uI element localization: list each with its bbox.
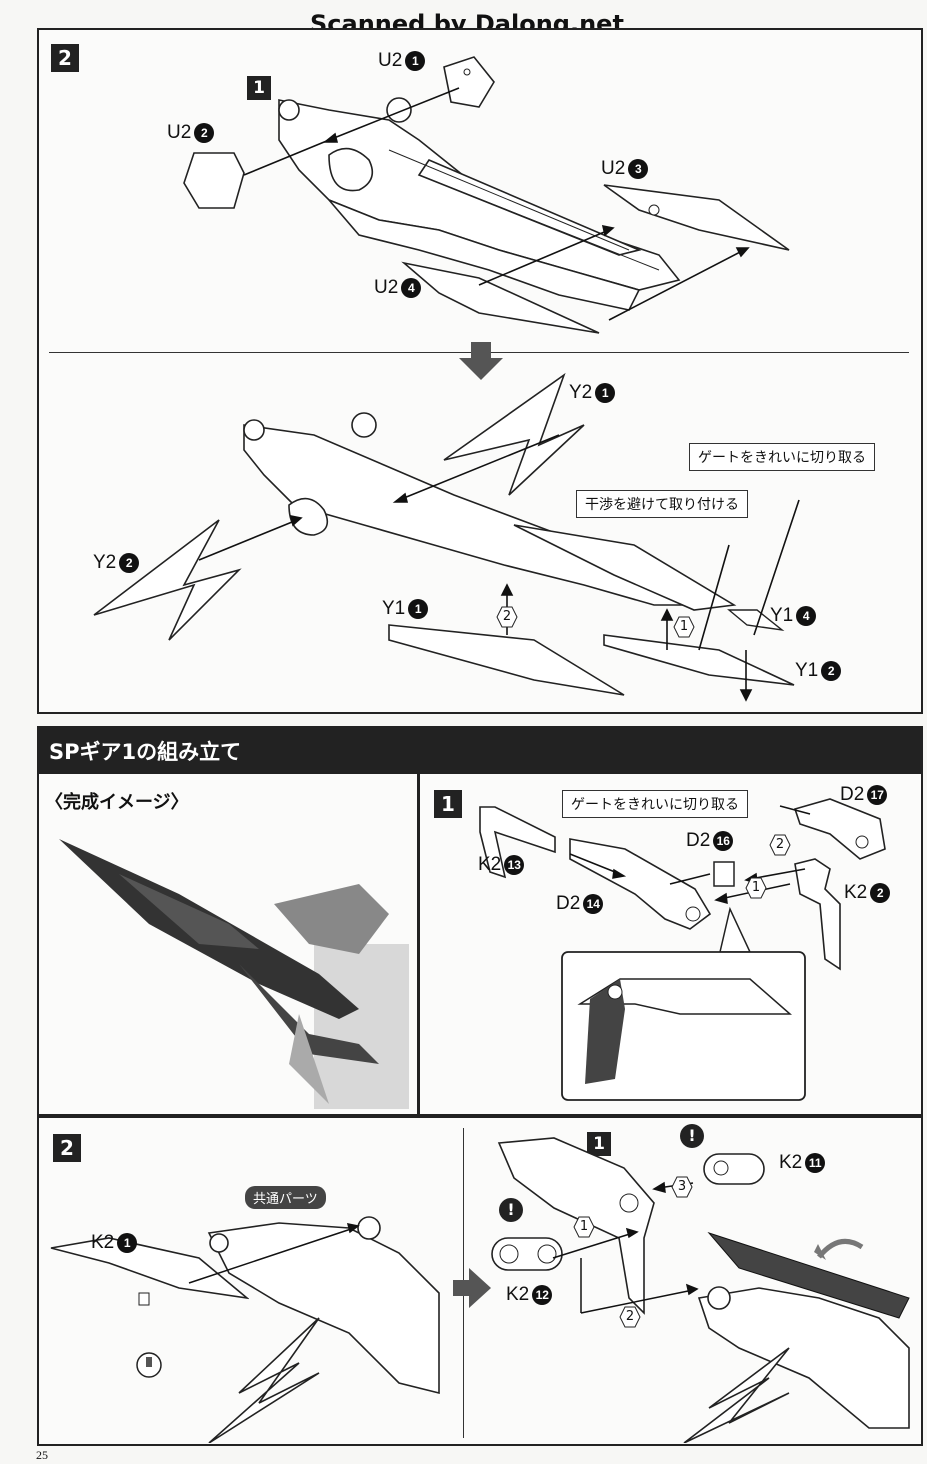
step-badge: 1 [434, 790, 462, 818]
part-k2-2 [794, 858, 841, 971]
order-marker-1: 1 [673, 616, 695, 638]
weapon-illustration-c-right [683, 1231, 910, 1443]
order-marker-2: 2 [496, 606, 518, 628]
part-y2-2 [93, 519, 242, 641]
part-u2-1 [443, 56, 495, 108]
finished-gear-photo [59, 839, 409, 1109]
weapon-assembly-illustration [243, 412, 737, 611]
page-number: 25 [36, 1448, 48, 1462]
step-badge: 2 [51, 44, 79, 72]
part-u2-4 [401, 261, 600, 334]
part-k2-13 [479, 806, 556, 879]
part-u2-3 [603, 184, 790, 251]
step-1-panel: 1 ゲートをきれいに切り取る 2 1 [418, 772, 923, 1116]
part-k2-12 [491, 1237, 563, 1271]
rotate-arrow-icon [814, 1238, 864, 1260]
step-2-panel: 2 1 [37, 28, 923, 714]
inner-step-badge: 1 [587, 1132, 611, 1156]
step-badge: 2 [53, 1134, 81, 1162]
order-marker-1: 1 [573, 1216, 595, 1238]
part-d2-17 [793, 798, 886, 860]
assembly-arrows-lower [198, 434, 800, 702]
note-gate-cut-b: ゲートをきれいに切り取る [562, 790, 748, 818]
order-marker-2: 2 [769, 834, 791, 856]
part-u2-2 [183, 152, 245, 209]
right-arrow-icon [453, 1268, 491, 1308]
weapon-illustration-c [207, 1216, 440, 1443]
part-y1-1 [388, 624, 625, 696]
header-corner [863, 726, 923, 772]
caution-icon: ! [499, 1198, 523, 1222]
note-gate-cut: ゲートをきれいに切り取る [689, 443, 875, 471]
caution-mark [136, 1352, 162, 1378]
section-header: SPギア1の組み立て [37, 726, 923, 772]
common-parts-badge: 共通パーツ [245, 1186, 326, 1209]
note-avoid-interference: 干渉を避けて取り付ける [576, 490, 748, 518]
part-k2-1 [50, 1237, 249, 1306]
part-y2-1 [443, 372, 585, 496]
inner-step-badge: 1 [247, 76, 271, 100]
part-arm [497, 1137, 655, 1315]
part-k2-11 [703, 1153, 765, 1185]
finished-image-panel: 〈完成イメージ〉 [37, 772, 419, 1116]
detail-callout [561, 906, 806, 1101]
section-title: SPギア1の組み立て [49, 740, 242, 764]
part-y1-4 [727, 609, 785, 632]
order-marker-1: 1 [745, 877, 767, 899]
caution-icon: ! [680, 1124, 704, 1148]
order-marker-2: 2 [619, 1306, 641, 1328]
part-d2-14 [569, 838, 712, 930]
assembly-arrows-c-left [188, 1223, 360, 1284]
assembly-arrows [243, 87, 750, 321]
part-d2-16 [713, 861, 735, 887]
down-arrow-icon [459, 342, 503, 380]
image-caption: 〈完成イメージ〉 [45, 792, 189, 813]
assembly-arrows-c-right [552, 1181, 699, 1314]
order-marker-3: 3 [671, 1176, 693, 1198]
